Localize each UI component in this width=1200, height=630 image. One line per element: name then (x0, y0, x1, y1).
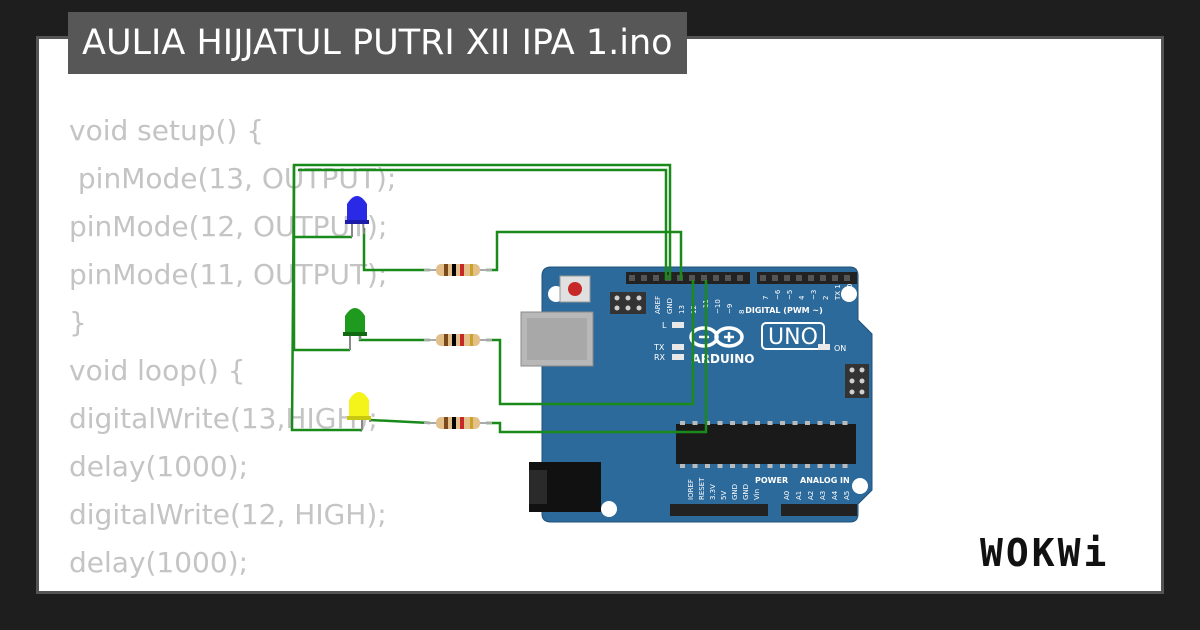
pin-label: A5 (843, 491, 851, 500)
code-line: pinMode(13, OUTPUT); (69, 162, 397, 195)
resistor-2[interactable] (424, 334, 492, 346)
analog-label: ANALOG IN (800, 476, 850, 485)
code-line: digitalWrite(12, HIGH); (69, 498, 387, 531)
led-green[interactable] (343, 308, 367, 350)
pin-label: A1 (795, 491, 803, 500)
project-title[interactable]: AULIA HIJJATUL PUTRI XII IPA 1.ino (68, 12, 687, 74)
pin-label: ~9 (726, 304, 734, 314)
led-l-label: L (662, 321, 667, 330)
pin-label: 3.3V (709, 484, 717, 500)
resistor-3[interactable] (424, 417, 492, 429)
pin-label: 13 (678, 305, 686, 314)
resistor-1[interactable] (424, 264, 492, 276)
led-rx-label: RX (654, 353, 666, 362)
pin-label: GND (731, 484, 739, 500)
code-line: } (69, 306, 87, 339)
atmega-chip (676, 424, 856, 464)
wokwi-logo-icon: WOKWi (980, 531, 1109, 575)
pin-label: TX 1 (834, 284, 842, 301)
wokwi-logo-text: WOKWi (980, 531, 1109, 575)
pin-label: 7 (762, 296, 770, 300)
code-line: delay(1000); (69, 546, 249, 579)
code-line: pinMode(11, OUTPUT); (69, 258, 388, 291)
arduino-logo-icon (689, 326, 744, 348)
pin-label: A2 (807, 491, 815, 500)
pin-label: 2 (822, 296, 830, 300)
pin-label: GND (742, 484, 750, 500)
power-label: POWER (755, 476, 788, 485)
pin-label: ~6 (774, 289, 782, 300)
pin-label: A3 (819, 491, 827, 500)
pin-label: AREF (654, 296, 662, 314)
code-line: delay(1000); (69, 450, 249, 483)
pin-label: 4 (798, 295, 806, 300)
pin-label: A4 (831, 490, 839, 500)
board-model: UNO (768, 325, 818, 350)
pin-label: ~3 (810, 290, 818, 300)
board-brand: ARDUINO (692, 352, 755, 366)
pin-label: IOREF (687, 479, 695, 500)
code-line: void setup() { (69, 114, 265, 147)
pin-label: A0 (783, 491, 791, 500)
led-on-label: ON (834, 344, 846, 353)
pin-label: Vin (753, 489, 761, 500)
pin-label: ~10 (714, 299, 722, 314)
power-header[interactable] (670, 504, 768, 516)
arduino-uno-board[interactable]: UNO ARDUINO L TX RX ON DIGITAL (PWM ~) P… (520, 266, 873, 523)
digital-label: DIGITAL (PWM ~) (745, 306, 823, 315)
wires[interactable] (290, 163, 708, 434)
led-yellow[interactable] (347, 392, 371, 430)
pin-label: ~5 (786, 290, 794, 300)
analog-header[interactable] (781, 504, 857, 516)
pin-label: 5V (720, 491, 728, 500)
led-tx-label: TX (653, 343, 665, 352)
led-blue[interactable] (345, 196, 369, 237)
pin-label: RESET (698, 477, 706, 500)
reset-button[interactable] (568, 282, 582, 296)
pin-label: GND (666, 298, 674, 314)
code-line: void loop() { (69, 354, 246, 387)
pin-label: 8 (738, 310, 746, 314)
pin-label: RX 0 (846, 284, 854, 300)
